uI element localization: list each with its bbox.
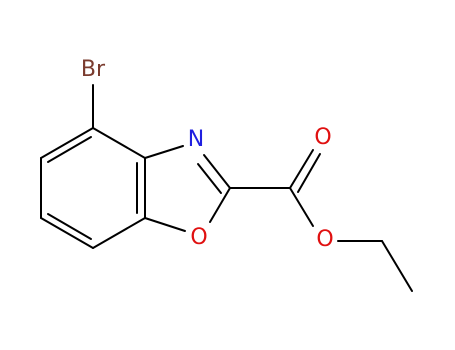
bond-c6-c7 — [40, 217, 94, 249]
bond-c6-c7-inner — [47, 213, 92, 240]
ring-oxygen-atom-label: O — [190, 225, 207, 250]
ester-oxygen-atom-label: O — [316, 227, 333, 252]
bond-n-c2-inner — [197, 163, 222, 194]
bond-o1-c7a — [144, 217, 186, 232]
bond-carbonyl-c-o-inner — [297, 153, 321, 193]
bond-c2-o1 — [209, 187, 231, 223]
carbonyl-oxygen-atom-label: O — [314, 125, 331, 150]
bond-c3a-n — [144, 145, 184, 159]
bond-c3a-c4 — [92, 127, 146, 159]
bond-n-c2 — [203, 154, 231, 189]
bond-ccarbonyl-oester — [289, 187, 314, 227]
bromine-atom-label: Br — [81, 57, 106, 82]
bond-carbonyl-c-o — [289, 149, 314, 189]
bond-group — [40, 84, 413, 292]
bond-ch2-ch3 — [381, 240, 413, 292]
bond-c7-c7a — [92, 217, 146, 249]
bond-c4-c5 — [40, 127, 94, 159]
bond-c4-c5-inner — [47, 136, 92, 163]
nitrogen-atom-label: N — [188, 127, 204, 152]
